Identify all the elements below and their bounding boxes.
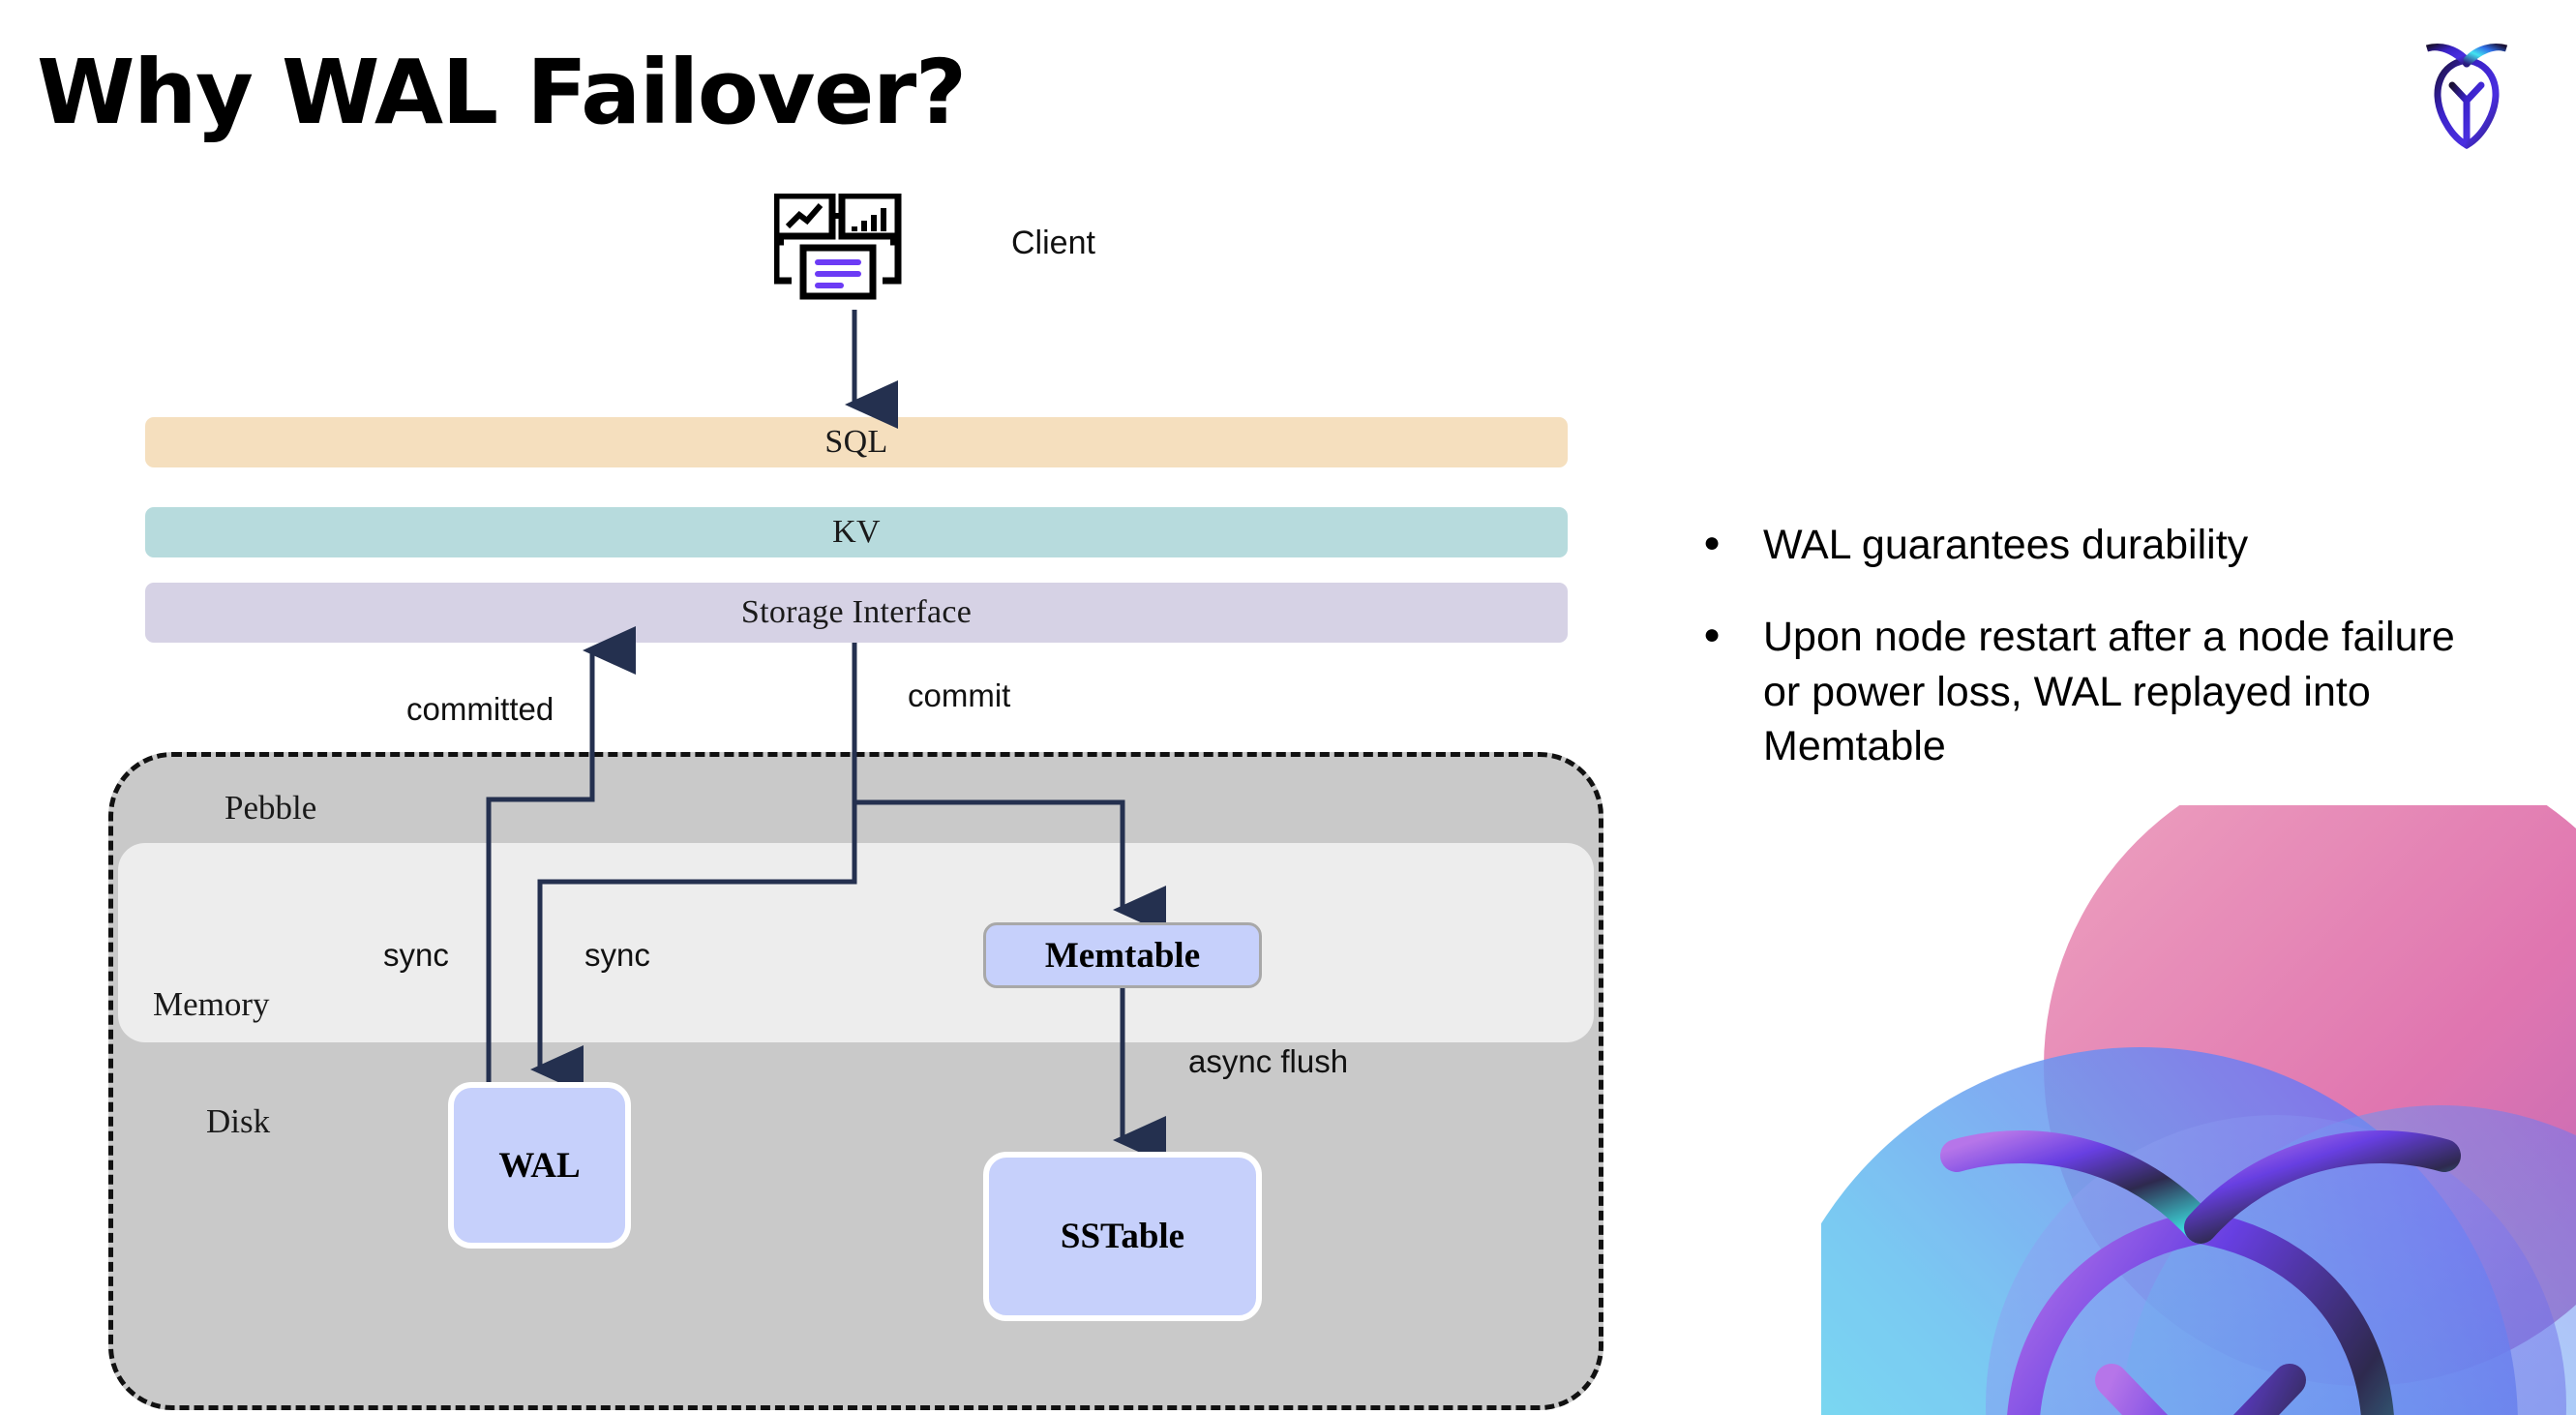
edge-label-sync-left: sync: [383, 937, 449, 973]
edge-label-committed: committed: [406, 691, 554, 727]
bullet-text: Upon node restart after a node failure o…: [1763, 613, 2455, 770]
edge-label-sync-right: sync: [584, 937, 650, 973]
bullet-marker-icon: ●: [1703, 617, 1722, 650]
decorative-logo-watermark: [1821, 805, 2576, 1415]
disk-label: Disk: [206, 1102, 271, 1140]
bullet-marker-icon: ●: [1703, 527, 1722, 558]
layer-kv: KV: [145, 507, 1568, 557]
node-sstable[interactable]: SSTable: [983, 1152, 1262, 1321]
layer-sql: SQL: [145, 417, 1568, 467]
node-memtable[interactable]: Memtable: [983, 922, 1262, 988]
cockroachdb-logo: [2413, 33, 2520, 150]
client-dashboard-icon: [772, 192, 929, 310]
page-title: Why WAL Failover?: [37, 41, 967, 144]
layer-storage-interface: Storage Interface: [145, 583, 1568, 643]
bullet-text: WAL guarantees durability: [1763, 522, 2249, 568]
pebble-label: Pebble: [225, 789, 317, 827]
node-wal[interactable]: WAL: [448, 1082, 631, 1249]
list-item: ● Upon node restart after a node failure…: [1703, 610, 2497, 774]
edge-label-commit: commit: [908, 677, 1011, 713]
list-item: ● WAL guarantees durability: [1703, 518, 2497, 573]
memory-label: Memory: [153, 985, 270, 1023]
edge-label-async-flush: async flush: [1188, 1043, 1349, 1079]
bullet-list: ● WAL guarantees durability ● Upon node …: [1703, 518, 2497, 811]
client-label: Client: [1011, 225, 1095, 261]
memory-region: [118, 843, 1594, 1042]
